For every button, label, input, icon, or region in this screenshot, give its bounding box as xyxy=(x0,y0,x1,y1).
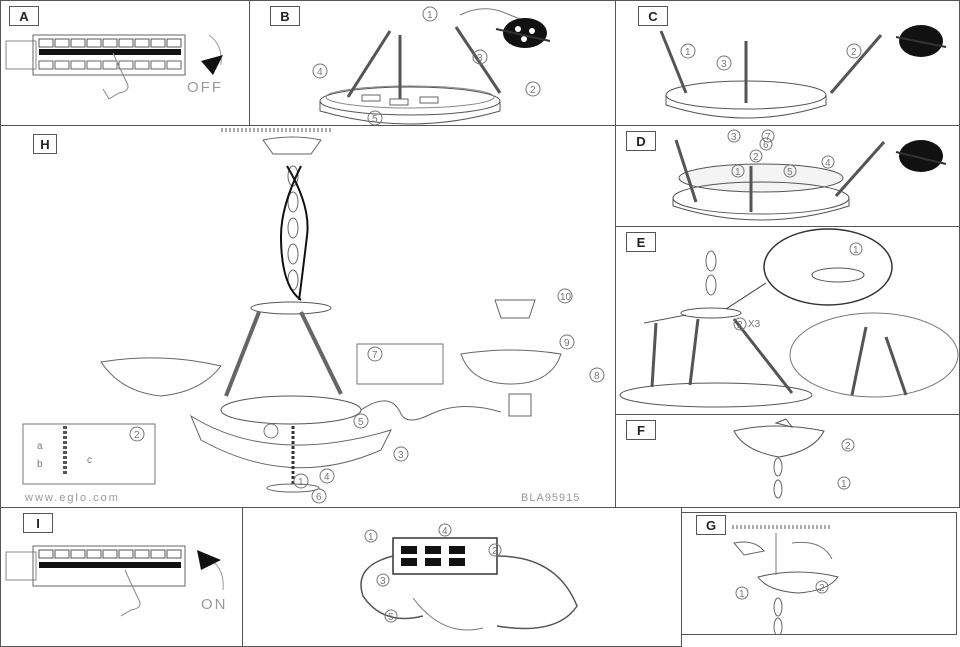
step-number: 4 xyxy=(317,67,323,78)
step-number: 3 xyxy=(380,576,386,587)
panel-g-label: G xyxy=(696,515,726,535)
canopy-slide-illustration: 1 2 xyxy=(733,418,855,499)
product-code: BLA95915 xyxy=(521,492,581,504)
callout-letter: a xyxy=(37,441,43,452)
step-number: 4 xyxy=(324,472,330,483)
panel-e-label: E xyxy=(626,232,656,252)
panel-i: I ON xyxy=(0,507,243,647)
step-number: 5 xyxy=(787,167,793,178)
step-number: 1 xyxy=(685,47,691,58)
plate-attachment-illustration: 1 2 3 4 5 6 7 xyxy=(672,129,947,221)
off-text: OFF xyxy=(187,79,223,96)
step-number: 9 xyxy=(564,338,570,349)
on-text: ON xyxy=(201,596,228,613)
panel-e: E 1 2 X3 xyxy=(615,226,960,415)
step-number: 4 xyxy=(825,158,831,169)
panel-h-label: H xyxy=(33,134,57,154)
step-number: 3 xyxy=(477,53,483,64)
panel-f: F 1 2 xyxy=(615,414,960,508)
panel-c-label: C xyxy=(638,6,668,26)
step-number: 2 xyxy=(530,85,536,96)
chandelier-assembly-illustration: 1 2 3 4 5 6 7 8 9 10 a b c xyxy=(22,128,605,504)
panel-a-label: A xyxy=(9,6,39,26)
wiring-illustration: 1 2 3 4 5 xyxy=(360,523,578,631)
callout-letter: b xyxy=(37,459,43,470)
panel-f-label: F xyxy=(626,420,656,440)
step-number: 6 xyxy=(316,492,322,503)
step-number: 1 xyxy=(427,10,433,21)
step-number: 4 xyxy=(442,526,448,537)
breaker-off-illustration xyxy=(5,34,223,100)
step-number: 5 xyxy=(372,114,378,125)
step-number: 7 xyxy=(765,132,771,143)
multiplier-text: X3 xyxy=(748,319,761,330)
step-number: 3 xyxy=(721,59,727,70)
panel-d-label: D xyxy=(626,131,656,151)
step-number: 3 xyxy=(731,132,737,143)
panel-i-label: I xyxy=(23,513,53,533)
step-number: 2 xyxy=(819,583,825,594)
panel-b: B 1 2 3 4 5 xyxy=(249,0,616,126)
step-number: 7 xyxy=(372,350,378,361)
step-number: 2 xyxy=(753,152,759,163)
panel-h: H 1 2 3 4 5 6 7 8 9 10 a xyxy=(0,125,616,508)
step-number: 1 xyxy=(298,477,304,488)
step-number: 2 xyxy=(737,320,743,331)
arm-removal-illustration: 1 2 3 xyxy=(659,25,947,119)
step-number: 1 xyxy=(853,245,859,256)
website-text: www.eglo.com xyxy=(25,492,120,504)
panel-b-label: B xyxy=(270,6,300,26)
step-number: 8 xyxy=(594,371,600,382)
step-number: 1 xyxy=(735,167,741,178)
step-number: 2 xyxy=(845,441,851,452)
step-number: 1 xyxy=(368,532,374,543)
step-number: 5 xyxy=(358,417,364,428)
panel-wiring: 1 2 3 4 5 xyxy=(242,507,682,647)
hanging-illustration: 1 2 X3 xyxy=(619,228,959,408)
step-number: 6 xyxy=(763,140,769,151)
step-number: 1 xyxy=(841,479,847,490)
step-number: 3 xyxy=(398,450,404,461)
panel-d: D 1 2 3 4 5 6 7 xyxy=(615,125,960,227)
panel-a: A OFF xyxy=(0,0,250,126)
callout-letter: c xyxy=(87,455,92,466)
step-number: 2 xyxy=(851,47,857,58)
ceiling-mount-illustration: 1 2 xyxy=(732,525,839,634)
step-number: 2 xyxy=(492,546,498,557)
step-number: 1 xyxy=(739,589,745,600)
panel-c: C 1 2 3 xyxy=(615,0,960,126)
step-number: 5 xyxy=(388,612,394,623)
panel-g: G 1 2 xyxy=(681,512,957,635)
canopy-removal-illustration: 1 2 3 4 5 xyxy=(312,6,551,125)
step-number: 10 xyxy=(560,292,572,303)
step-number: 2 xyxy=(134,430,140,441)
breaker-on-illustration xyxy=(5,545,224,617)
